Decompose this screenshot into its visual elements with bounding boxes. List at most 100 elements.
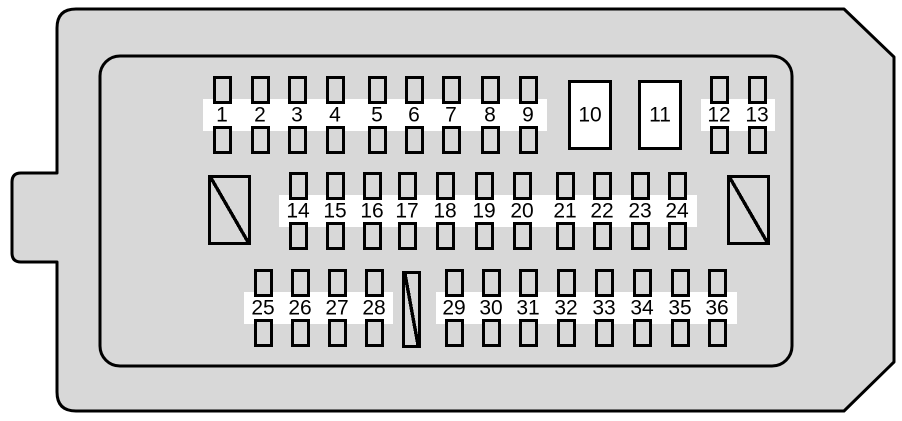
fuse-8: 8 bbox=[480, 76, 500, 154]
fuse-terminal-top bbox=[327, 269, 347, 297]
fuse-32: 32 bbox=[554, 269, 578, 347]
fuse-9: 9 bbox=[518, 76, 538, 154]
fuse-terminal-top bbox=[667, 172, 687, 200]
fuse-terminal-top bbox=[747, 76, 767, 104]
fuse-terminal-top bbox=[670, 269, 690, 297]
fuse-36: 36 bbox=[705, 269, 729, 347]
fuse-terminal-bottom bbox=[325, 126, 345, 154]
fuse-34: 34 bbox=[630, 269, 654, 347]
label-band bbox=[436, 292, 737, 324]
fuse-terminal-bottom bbox=[480, 126, 500, 154]
fuse-23: 23 bbox=[628, 172, 652, 250]
fuse-31: 31 bbox=[516, 269, 540, 347]
fuse-terminal-bottom bbox=[630, 222, 650, 250]
fuse-terminal-top bbox=[444, 269, 464, 297]
fuse-label: 35 bbox=[668, 296, 692, 320]
fuse-20: 20 bbox=[510, 172, 534, 250]
fuse-terminal-bottom bbox=[747, 126, 767, 154]
fuse-terminal-bottom bbox=[512, 222, 532, 250]
fuse-terminal-bottom bbox=[556, 319, 576, 347]
fuse-24: 24 bbox=[665, 172, 689, 250]
fuse-4: 4 bbox=[325, 76, 345, 154]
fuse-terminal-bottom bbox=[518, 126, 538, 154]
fuse-terminal-top bbox=[632, 269, 652, 297]
fuse-terminal-bottom bbox=[367, 126, 387, 154]
fuse-1: 1 bbox=[212, 76, 232, 154]
label-band bbox=[279, 195, 697, 227]
fuse-label: 24 bbox=[665, 199, 689, 223]
fuse-terminal-bottom bbox=[444, 319, 464, 347]
fuse-label: 13 bbox=[745, 103, 769, 127]
fuse-terminal-bottom bbox=[670, 319, 690, 347]
relay-box bbox=[208, 175, 251, 245]
fuse-terminal-bottom bbox=[397, 222, 417, 250]
fuse-terminal-top bbox=[441, 76, 461, 104]
fuse-22: 22 bbox=[590, 172, 614, 250]
fuse-terminal-bottom bbox=[709, 126, 729, 154]
fuse-terminal-bottom bbox=[518, 319, 538, 347]
fuse-35: 35 bbox=[668, 269, 692, 347]
fuse-label: 4 bbox=[329, 103, 341, 127]
fuse-label: 8 bbox=[484, 103, 496, 127]
fuse-terminal-top bbox=[480, 76, 500, 104]
fuse-26: 26 bbox=[288, 269, 312, 347]
fuse-terminal-top bbox=[594, 269, 614, 297]
fuse-label: 15 bbox=[323, 199, 347, 223]
label-band bbox=[244, 292, 393, 324]
fuse-label: 23 bbox=[628, 199, 652, 223]
fuse-label: 16 bbox=[360, 199, 384, 223]
label-band bbox=[701, 99, 775, 131]
fuse-28: 28 bbox=[362, 269, 386, 347]
fuse-terminal-top bbox=[212, 76, 232, 104]
fuse-label: 1 bbox=[216, 103, 228, 127]
fuse-label: 6 bbox=[408, 103, 420, 127]
fuse-terminal-bottom bbox=[707, 319, 727, 347]
fuse-terminal-top bbox=[474, 172, 494, 200]
fuse-label: 7 bbox=[445, 103, 457, 127]
fuse-terminal-bottom bbox=[441, 126, 461, 154]
fuse-terminal-top bbox=[518, 76, 538, 104]
fuse-label: 19 bbox=[472, 199, 496, 223]
fuse-terminal-bottom bbox=[327, 319, 347, 347]
fuse-terminal-bottom bbox=[250, 126, 270, 154]
fuse-14: 14 bbox=[286, 172, 310, 250]
fuse-terminal-bottom bbox=[288, 222, 308, 250]
fuse-label: 18 bbox=[433, 199, 457, 223]
fuse-terminal-top bbox=[707, 269, 727, 297]
fuse-label: 27 bbox=[325, 296, 349, 320]
fuse-33: 33 bbox=[592, 269, 616, 347]
fuse-terminal-top bbox=[481, 269, 501, 297]
fuse-11: 11 bbox=[638, 80, 682, 150]
fuse-label: 5 bbox=[371, 103, 383, 127]
fuse-terminal-bottom bbox=[555, 222, 575, 250]
fuse-terminal-bottom bbox=[592, 222, 612, 250]
fuse-terminal-top bbox=[630, 172, 650, 200]
fuse-label: 31 bbox=[516, 296, 540, 320]
fuse-19: 19 bbox=[472, 172, 496, 250]
fuse-label: 33 bbox=[592, 296, 616, 320]
fuse-17: 17 bbox=[395, 172, 419, 250]
fuse-terminal-bottom bbox=[362, 222, 382, 250]
fuse-terminal-bottom bbox=[253, 319, 273, 347]
fuse-terminal-bottom bbox=[481, 319, 501, 347]
fuse-terminal-bottom bbox=[667, 222, 687, 250]
fuse-18: 18 bbox=[433, 172, 457, 250]
fuse-label: 32 bbox=[554, 296, 578, 320]
fuse-terminal-top bbox=[325, 76, 345, 104]
fuse-terminal-bottom bbox=[594, 319, 614, 347]
fuse-21: 21 bbox=[553, 172, 577, 250]
fuse-label: 26 bbox=[288, 296, 312, 320]
fuse-5: 5 bbox=[367, 76, 387, 154]
fuse-terminal-top bbox=[512, 172, 532, 200]
fuse-label: 25 bbox=[251, 296, 275, 320]
fuse-7: 7 bbox=[441, 76, 461, 154]
fuse-25: 25 bbox=[251, 269, 275, 347]
relay-box bbox=[402, 271, 421, 348]
fuse-label: 36 bbox=[705, 296, 729, 320]
fuse-12: 12 bbox=[707, 76, 731, 154]
fuse-15: 15 bbox=[323, 172, 347, 250]
fuse-6: 6 bbox=[404, 76, 424, 154]
fuse-terminal-top bbox=[287, 76, 307, 104]
